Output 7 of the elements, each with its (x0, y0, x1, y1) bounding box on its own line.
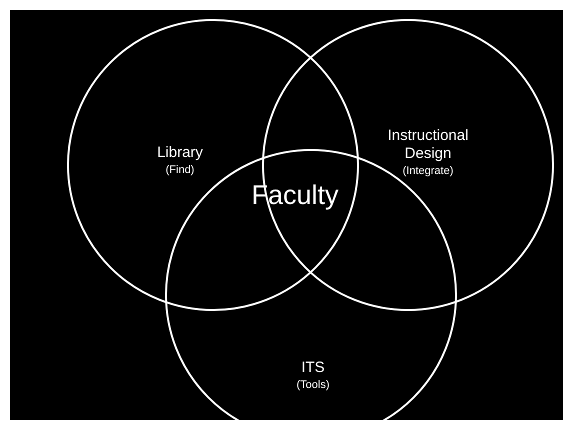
circle-sublabel: (Tools) (295, 378, 330, 392)
circle-sublabel: (Integrate) (402, 164, 454, 178)
venn-circle (67, 19, 359, 311)
circle-label: Library (156, 144, 204, 162)
circle-label: ITS (300, 359, 326, 377)
circle-label: Instructional Design (386, 127, 470, 163)
circle-sublabel: (Find) (164, 163, 196, 177)
